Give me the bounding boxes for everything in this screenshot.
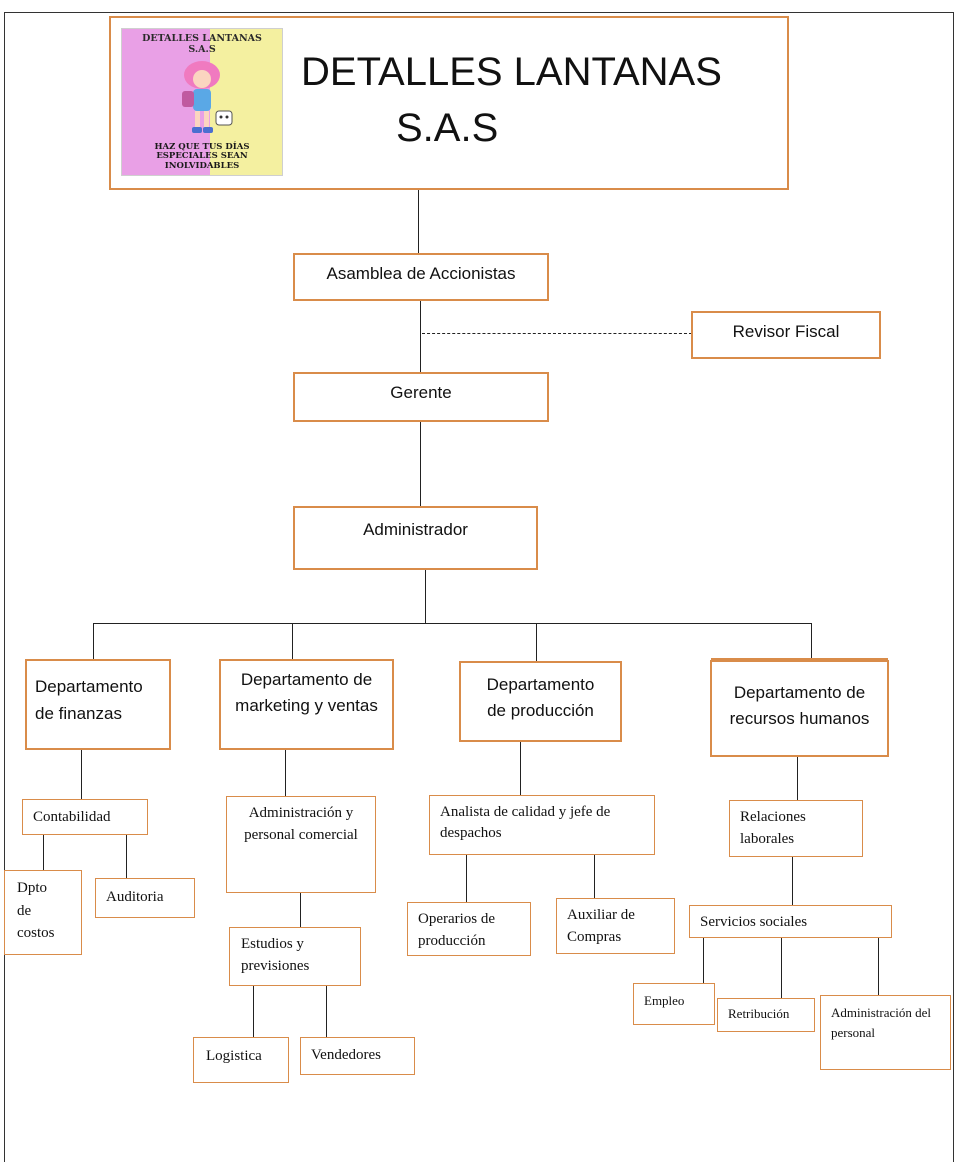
node-revisor-fiscal: Revisor Fiscal bbox=[691, 311, 881, 359]
node-label: Relaciones laborales bbox=[740, 809, 806, 847]
logo-title-line1: DETALLES LANTANAS bbox=[142, 33, 262, 44]
node-dept-produccion: Departamento de producción bbox=[459, 661, 622, 742]
connector-line bbox=[126, 834, 127, 879]
node-label: Servicios sociales bbox=[700, 914, 808, 930]
company-header: DETALLES LANTANAS S.A.S HAZ QUE TUS DÍAS… bbox=[109, 16, 789, 190]
node-analista-calidad: Analista de calidad y jefe de despachos bbox=[429, 795, 655, 855]
connector-line bbox=[703, 937, 704, 984]
node-label: Analista de calidad y jefe de despachos bbox=[440, 804, 611, 841]
node-logistica: Logistica bbox=[193, 1037, 289, 1083]
node-label: Departamento de finanzas bbox=[35, 677, 143, 724]
node-estudios-previsiones: Estudios y previsiones bbox=[229, 927, 361, 986]
connector-line bbox=[466, 854, 467, 903]
node-label: Asamblea de Accionistas bbox=[326, 263, 516, 283]
company-name-line1: DETALLES LANTANAS bbox=[301, 50, 722, 94]
node-administrador: Administrador bbox=[293, 506, 538, 570]
connector-line bbox=[520, 742, 521, 796]
connector-line bbox=[418, 190, 419, 254]
connector-line bbox=[811, 623, 812, 663]
node-label: Estudios y previsiones bbox=[241, 936, 310, 974]
node-label: Dpto de costos bbox=[17, 880, 55, 941]
node-auditoria: Auditoria bbox=[95, 878, 195, 918]
connector-line bbox=[594, 854, 595, 899]
node-dept-finanzas: Departamento de finanzas bbox=[25, 659, 171, 750]
connector-line bbox=[81, 750, 82, 800]
node-label: Auxiliar de Compras bbox=[567, 907, 635, 945]
logo-title: DETALLES LANTANAS S.A.S bbox=[122, 33, 282, 56]
node-operarios: Operarios de producción bbox=[407, 902, 531, 956]
node-label: Administración del personal bbox=[831, 1005, 932, 1040]
connector-line bbox=[300, 893, 301, 928]
connector-line bbox=[292, 623, 293, 660]
node-label: Departamento de recursos humanos bbox=[729, 683, 870, 729]
connector-line bbox=[93, 623, 812, 624]
node-label: Departamento de producción bbox=[486, 675, 595, 721]
node-label: Administración y personal comercial bbox=[244, 805, 358, 843]
node-contabilidad: Contabilidad bbox=[22, 799, 148, 835]
connector-line bbox=[797, 756, 798, 801]
logo-slogan-line2: ESPECIALES SEAN bbox=[156, 151, 248, 162]
node-label: Auditoria bbox=[106, 889, 164, 905]
node-label: Gerente bbox=[390, 382, 452, 402]
company-name-line2: S.A.S bbox=[396, 106, 499, 150]
logo-title-line2: S.A.S bbox=[188, 44, 216, 56]
node-label: Vendedores bbox=[311, 1047, 381, 1063]
company-name: DETALLES LANTANAS S.A.S bbox=[301, 44, 771, 156]
node-admin-personal: Administración del personal bbox=[820, 995, 951, 1070]
node-empleo: Empleo bbox=[633, 983, 715, 1025]
node-auxiliar-compras: Auxiliar de Compras bbox=[556, 898, 675, 954]
node-label: Logistica bbox=[206, 1048, 262, 1064]
connector-line bbox=[536, 623, 537, 662]
connector-line bbox=[781, 937, 782, 999]
connector-line bbox=[420, 421, 421, 507]
connector-line bbox=[253, 986, 254, 1038]
company-logo: DETALLES LANTANAS S.A.S HAZ QUE TUS DÍAS… bbox=[121, 28, 283, 176]
node-servicios-sociales: Servicios sociales bbox=[689, 905, 892, 938]
dashed-connector-line bbox=[422, 333, 692, 334]
node-retribucion: Retribución bbox=[717, 998, 815, 1032]
node-dept-marketing: Departamento de marketing y ventas bbox=[219, 659, 394, 750]
logo-slogan-line1: HAZ QUE TUS DÍAS bbox=[154, 141, 250, 152]
node-relaciones-laborales: Relaciones laborales bbox=[729, 800, 863, 857]
doll-illustration-icon bbox=[182, 61, 233, 133]
node-admin-comercial: Administración y personal comercial bbox=[226, 796, 376, 893]
page-frame bbox=[4, 12, 954, 1162]
node-dept-rrhh: Departamento de recursos humanos bbox=[710, 660, 889, 757]
logo-slogan-line3: INOLVIDABLES bbox=[164, 161, 240, 172]
node-label: Operarios de producción bbox=[418, 911, 496, 949]
node-asamblea: Asamblea de Accionistas bbox=[293, 253, 549, 301]
connector-line bbox=[425, 569, 426, 624]
connector-line bbox=[43, 834, 44, 871]
connector-line bbox=[93, 623, 94, 660]
node-label: Contabilidad bbox=[33, 809, 111, 825]
node-gerente: Gerente bbox=[293, 372, 549, 422]
connector-line bbox=[878, 937, 879, 996]
node-label: Empleo bbox=[644, 993, 685, 1008]
logo-slogan: HAZ QUE TUS DÍAS ESPECIALES SEAN INOLVID… bbox=[122, 141, 282, 172]
node-dpto-costos: Dpto de costos bbox=[4, 870, 82, 955]
node-label: Departamento de marketing y ventas bbox=[235, 670, 378, 716]
node-label: Revisor Fiscal bbox=[732, 321, 840, 341]
node-vendedores: Vendedores bbox=[300, 1037, 415, 1075]
connector-line bbox=[285, 750, 286, 797]
connector-line bbox=[326, 986, 327, 1038]
connector-line bbox=[792, 857, 793, 906]
node-label: Retribución bbox=[728, 1006, 790, 1021]
node-label: Administrador bbox=[363, 519, 468, 539]
connector-line bbox=[420, 300, 421, 373]
